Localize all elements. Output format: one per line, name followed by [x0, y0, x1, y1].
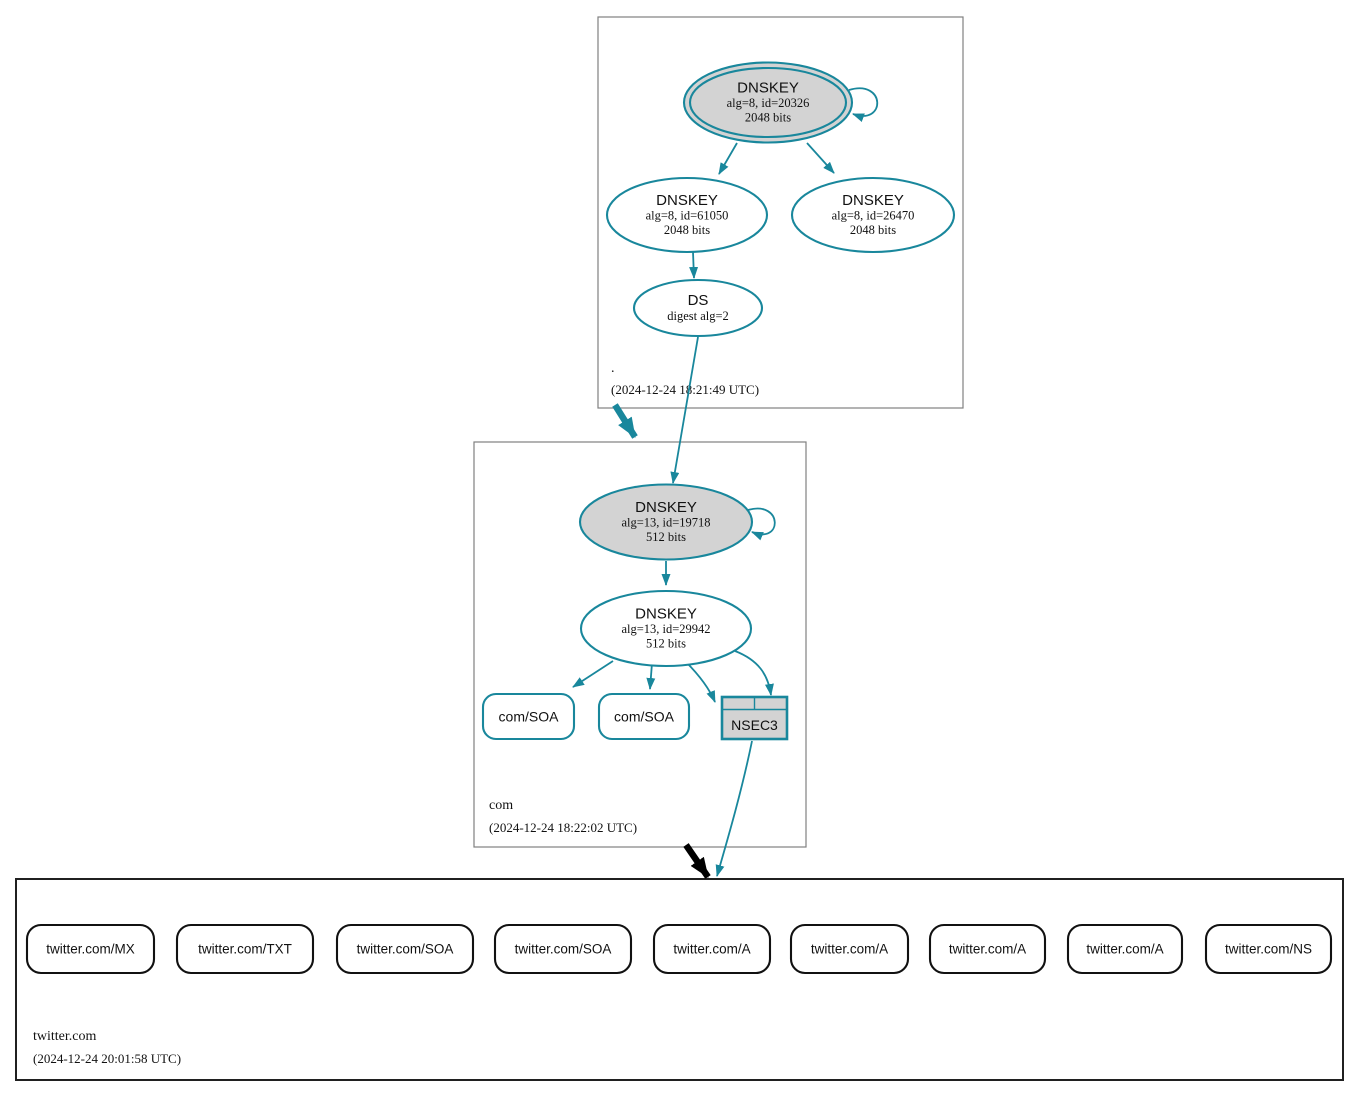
node-title: DS	[688, 292, 709, 309]
node-twitter-rrset-mx: twitter.com/MX	[25, 923, 156, 975]
node-twitter-rrset-a-4: twitter.com/A	[1066, 923, 1184, 975]
node-bits: 512 bits	[646, 637, 686, 651]
root-ksk-outer-ellipse	[682, 61, 854, 144]
node-twitter-rrset-a-2: twitter.com/A	[789, 923, 910, 975]
node-detail: alg=8, id=26470	[832, 209, 915, 223]
rrset-label: twitter.com/A	[1086, 942, 1163, 957]
rrset-box	[493, 923, 633, 975]
rrset-label: twitter.com/A	[811, 942, 888, 957]
node-root-zsk-26470-dnskey: DNSKEY alg=8, id=26470 2048 bits	[790, 176, 956, 254]
zone-timestamp-twitter: (2024-12-24 20:01:58 UTC)	[33, 1051, 181, 1066]
node-title: DNSKEY	[737, 80, 799, 97]
com-zsk-ellipse	[579, 589, 753, 668]
node-detail: alg=8, id=61050	[646, 209, 729, 223]
rrset-box	[1204, 923, 1333, 975]
node-title: DNSKEY	[656, 192, 718, 209]
node-root-ksk-dnskey: DNSKEY alg=8, id=20326 2048 bits	[682, 61, 854, 144]
rrset-label: twitter.com/A	[673, 942, 750, 957]
rrset-label: twitter.com/SOA	[357, 942, 454, 957]
rrset-label: twitter.com/SOA	[515, 942, 612, 957]
node-root-ds: DS digest alg=2	[632, 278, 764, 338]
edge-delegation-root-to-com	[612, 403, 638, 439]
node-twitter-rrset-txt: twitter.com/TXT	[175, 923, 315, 975]
edge-root-ksk-to-zsk61050	[718, 142, 738, 175]
node-detail: digest alg=2	[667, 309, 729, 323]
com-ksk-ellipse	[578, 483, 754, 561]
node-title: DNSKEY	[842, 192, 904, 209]
node-twitter-rrset-soa-2: twitter.com/SOA	[493, 923, 633, 975]
rrset-label: com/SOA	[614, 709, 675, 725]
root-ds-ellipse	[632, 278, 764, 338]
node-detail: alg=13, id=29942	[621, 622, 710, 636]
edge-com-zsk-to-soa1	[572, 660, 614, 688]
node-bits: 2048 bits	[745, 111, 791, 125]
node-bits: 2048 bits	[664, 223, 710, 237]
node-com-soa-rrset-1: com/SOA	[481, 692, 576, 741]
rrset-label: com/SOA	[499, 709, 560, 725]
rrset-box	[928, 923, 1047, 975]
node-twitter-rrset-soa-1: twitter.com/SOA	[335, 923, 475, 975]
zone-box-twitter	[15, 878, 1344, 1081]
zone-name-twitter: twitter.com	[33, 1029, 96, 1044]
edge-root-ksk-to-zsk26470	[806, 142, 835, 174]
rrset-label: twitter.com/NS	[1225, 942, 1312, 957]
root-zsk1-ellipse	[605, 176, 769, 254]
node-twitter-rrset-ns: twitter.com/NS	[1204, 923, 1333, 975]
node-title: DNSKEY	[635, 499, 697, 516]
rrset-box	[1066, 923, 1184, 975]
node-bits: 2048 bits	[850, 223, 896, 237]
com-soa1-box	[481, 692, 576, 741]
node-com-ksk-dnskey: DNSKEY alg=13, id=19718 512 bits	[578, 483, 754, 561]
edge-root-zsk-to-ds	[689, 251, 699, 279]
edge-nsec3-to-twitter	[715, 740, 753, 877]
nsec3-label: NSEC3	[731, 717, 778, 733]
zone-timestamp-root: (2024-12-24 18:21:49 UTC)	[611, 382, 759, 397]
node-root-zsk-61050-dnskey: DNSKEY alg=8, id=61050 2048 bits	[605, 176, 769, 254]
edge-root-ksk-selfloop	[848, 87, 879, 122]
rrset-box	[25, 923, 156, 975]
rrset-box	[335, 923, 475, 975]
node-twitter-rrset-a-1: twitter.com/A	[652, 923, 772, 975]
edge-com-zsk-to-soa2	[646, 662, 656, 690]
node-title: DNSKEY	[635, 606, 697, 623]
edge-com-ksk-selfloop	[747, 507, 776, 541]
node-detail: alg=13, id=19718	[621, 516, 710, 530]
rrset-label: twitter.com/TXT	[198, 942, 292, 957]
com-soa2-box	[597, 692, 691, 741]
edge-delegation-com-to-twitter	[683, 843, 711, 879]
node-detail: alg=8, id=20326	[727, 96, 810, 110]
edge-ds-to-com-ksk	[670, 336, 699, 484]
rrset-box	[175, 923, 315, 975]
node-com-nsec3: NSEC3	[720, 695, 789, 741]
edge-com-zsk-to-nsec3-right	[734, 650, 774, 696]
node-com-soa-rrset-2: com/SOA	[597, 692, 691, 741]
rrset-label: twitter.com/MX	[46, 942, 135, 957]
node-com-zsk-dnskey: DNSKEY alg=13, id=29942 512 bits	[579, 589, 753, 668]
zone-name-com: com	[489, 798, 513, 813]
zone-name-root: .	[611, 361, 615, 376]
zone-timestamp-com: (2024-12-24 18:22:02 UTC)	[489, 820, 637, 835]
root-zsk2-ellipse	[790, 176, 956, 254]
node-twitter-rrset-a-3: twitter.com/A	[928, 923, 1047, 975]
rrset-label: twitter.com/A	[949, 942, 1026, 957]
node-bits: 512 bits	[646, 530, 686, 544]
root-ksk-inner-ellipse	[688, 66, 848, 139]
rrset-box	[789, 923, 910, 975]
rrset-box	[652, 923, 772, 975]
